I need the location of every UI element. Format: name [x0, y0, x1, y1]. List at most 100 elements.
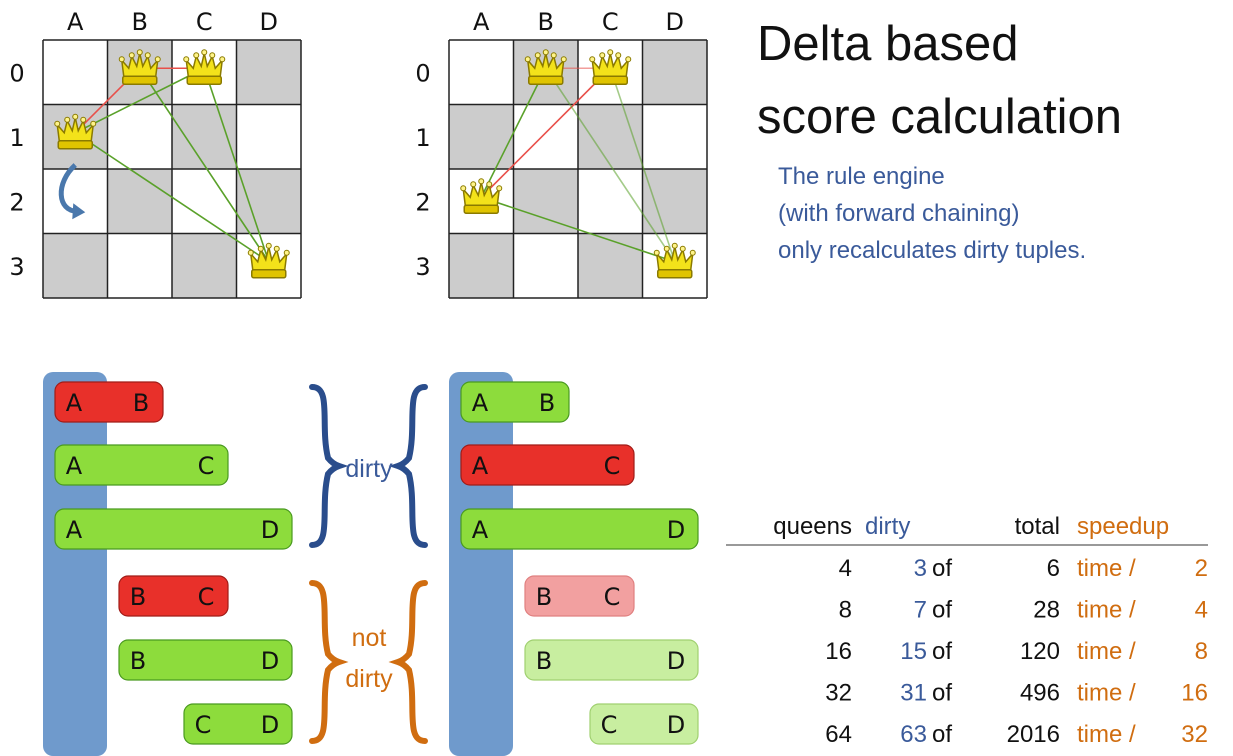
pair-bar-CD	[589, 703, 699, 745]
row-label: 3	[9, 253, 24, 281]
board-cell	[513, 233, 578, 298]
row-label: 1	[9, 124, 24, 152]
pair-label-first: A	[472, 452, 489, 480]
move-arrowhead-icon	[72, 203, 86, 220]
pair-line-AD	[74, 132, 270, 263]
cell-time: time /	[1077, 680, 1136, 707]
pair-bar-AC	[460, 444, 635, 486]
board-cell	[449, 104, 514, 169]
board-cell	[43, 169, 108, 234]
board-cell	[513, 169, 578, 234]
pair-label-second: C	[198, 583, 215, 611]
board-cell	[43, 233, 108, 298]
cell-queens: 4	[839, 555, 852, 582]
pair-bar-AC	[54, 444, 229, 486]
cell-dirty: 15	[900, 638, 927, 665]
board-cell	[236, 40, 301, 105]
pair-label-first: A	[66, 452, 83, 480]
row-label: 3	[415, 253, 430, 281]
column-label: B	[132, 8, 148, 36]
cell-speedup: 2	[1195, 555, 1208, 582]
pair-label-first: C	[601, 711, 618, 739]
title-line-2: score calculation	[757, 90, 1122, 144]
row-label: 2	[415, 188, 430, 216]
pair-label-first: A	[66, 516, 83, 544]
pair-label-first: A	[472, 516, 489, 544]
board-cell	[43, 40, 108, 105]
cell-speedup: 8	[1195, 638, 1208, 665]
pair-label-second: D	[261, 647, 279, 675]
board-cell	[107, 233, 172, 298]
board-cell	[172, 104, 237, 169]
cell-time: time /	[1077, 555, 1136, 582]
cell-total: 28	[1033, 597, 1060, 624]
move-arrow-icon	[58, 163, 78, 214]
pair-label-first: A	[66, 389, 83, 417]
pair-label-second: C	[198, 452, 215, 480]
pair-bar-CD	[183, 703, 293, 745]
board-cell	[578, 104, 643, 169]
board-cell	[642, 104, 707, 169]
pair-line-AD	[480, 196, 676, 263]
column-label: C	[602, 8, 619, 36]
pair-line-CD	[609, 67, 676, 263]
board-cell	[449, 40, 514, 105]
cell-of: of	[932, 680, 952, 707]
pair-label-second: D	[667, 711, 685, 739]
pair-label-first: B	[130, 647, 146, 675]
pair-bar-BD	[524, 639, 699, 681]
board-cell	[172, 169, 237, 234]
cell-speedup: 4	[1195, 597, 1208, 624]
pair-label-first: B	[536, 647, 552, 675]
board-cell	[107, 169, 172, 234]
pair-bar-AD	[54, 508, 293, 550]
tuple-spine	[43, 372, 107, 756]
board-cell	[513, 104, 578, 169]
not-label: not	[352, 624, 387, 652]
cell-total: 496	[1020, 680, 1060, 707]
board-cell	[642, 169, 707, 234]
pair-line-BD	[545, 67, 676, 263]
subtitle-line-1: The rule engine	[778, 163, 945, 190]
pair-label-second: D	[667, 647, 685, 675]
row-label: 2	[9, 188, 24, 216]
cell-total: 2016	[1007, 721, 1060, 748]
pair-bar-AD	[460, 508, 699, 550]
pair-label-second: B	[539, 389, 555, 417]
pair-bar-AB	[460, 381, 570, 423]
pair-label-second: B	[133, 389, 149, 417]
pair-label-first: B	[130, 583, 146, 611]
cell-queens: 8	[839, 597, 852, 624]
column-label: D	[666, 8, 684, 36]
column-label: C	[196, 8, 213, 36]
column-label: A	[67, 8, 84, 36]
pair-bar-BC	[524, 575, 635, 617]
dirty-label: dirty	[345, 455, 393, 483]
cell-total: 6	[1047, 555, 1060, 582]
pair-line-AB	[480, 67, 547, 198]
pair-label-second: D	[261, 711, 279, 739]
pair-label-first: A	[472, 389, 489, 417]
cell-of: of	[932, 597, 952, 624]
cell-dirty: 31	[900, 680, 927, 707]
board-cell	[107, 104, 172, 169]
board-cell	[172, 233, 237, 298]
column-label: B	[538, 8, 554, 36]
pair-label-first: C	[195, 711, 212, 739]
board-cell	[449, 233, 514, 298]
row-label: 0	[415, 59, 430, 87]
row-label: 0	[9, 59, 24, 87]
pair-label-second: C	[604, 583, 621, 611]
title-line-1: Delta based	[757, 17, 1019, 71]
cell-queens: 16	[825, 638, 852, 665]
not-dirty-brackets: not dirty	[309, 580, 428, 744]
board-cell	[236, 104, 301, 169]
column-label: D	[260, 8, 278, 36]
tuple-spine	[449, 372, 513, 756]
cell-queens: 32	[825, 680, 852, 707]
cell-speedup: 16	[1181, 680, 1208, 707]
pair-label-first: B	[536, 583, 552, 611]
